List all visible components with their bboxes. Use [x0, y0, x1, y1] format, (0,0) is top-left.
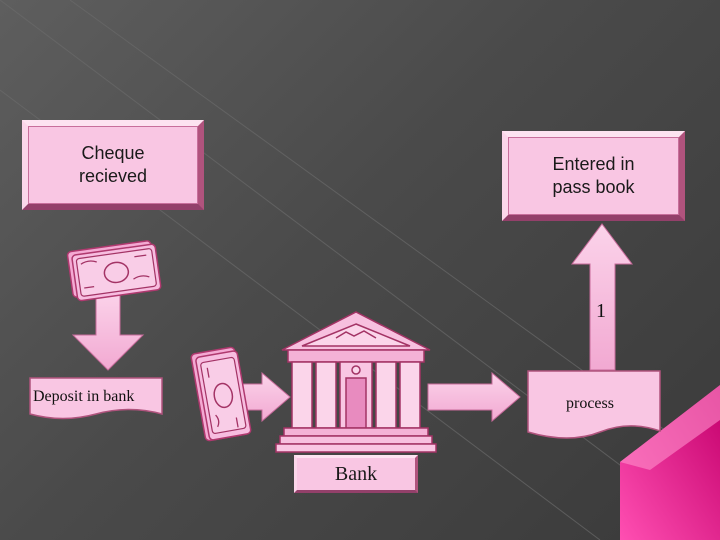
corner-decoration [620, 385, 720, 540]
deposit-label: Deposit in bank [33, 388, 135, 405]
arrow-down [71, 291, 145, 371]
cheque-received-box: Cheque recieved [22, 120, 204, 210]
money-bundle-icon [66, 240, 162, 302]
arrow-right-2 [427, 371, 521, 423]
step-number: 1 [596, 300, 606, 322]
bank-label-box: Bank [294, 455, 418, 493]
bank-building-icon [275, 311, 437, 453]
process-label: process [566, 395, 614, 412]
arrow-up [571, 223, 633, 371]
cheque-received-label: Cheque recieved [78, 143, 148, 186]
money-bundle-icon [190, 346, 252, 442]
passbook-box: Entered in pass book [502, 131, 685, 221]
arrow-right-1 [241, 371, 291, 423]
process-shape [527, 370, 661, 439]
passbook-label: Entered in pass book [552, 154, 635, 197]
bank-label: Bank [334, 462, 378, 485]
deposit-shape [29, 377, 163, 420]
